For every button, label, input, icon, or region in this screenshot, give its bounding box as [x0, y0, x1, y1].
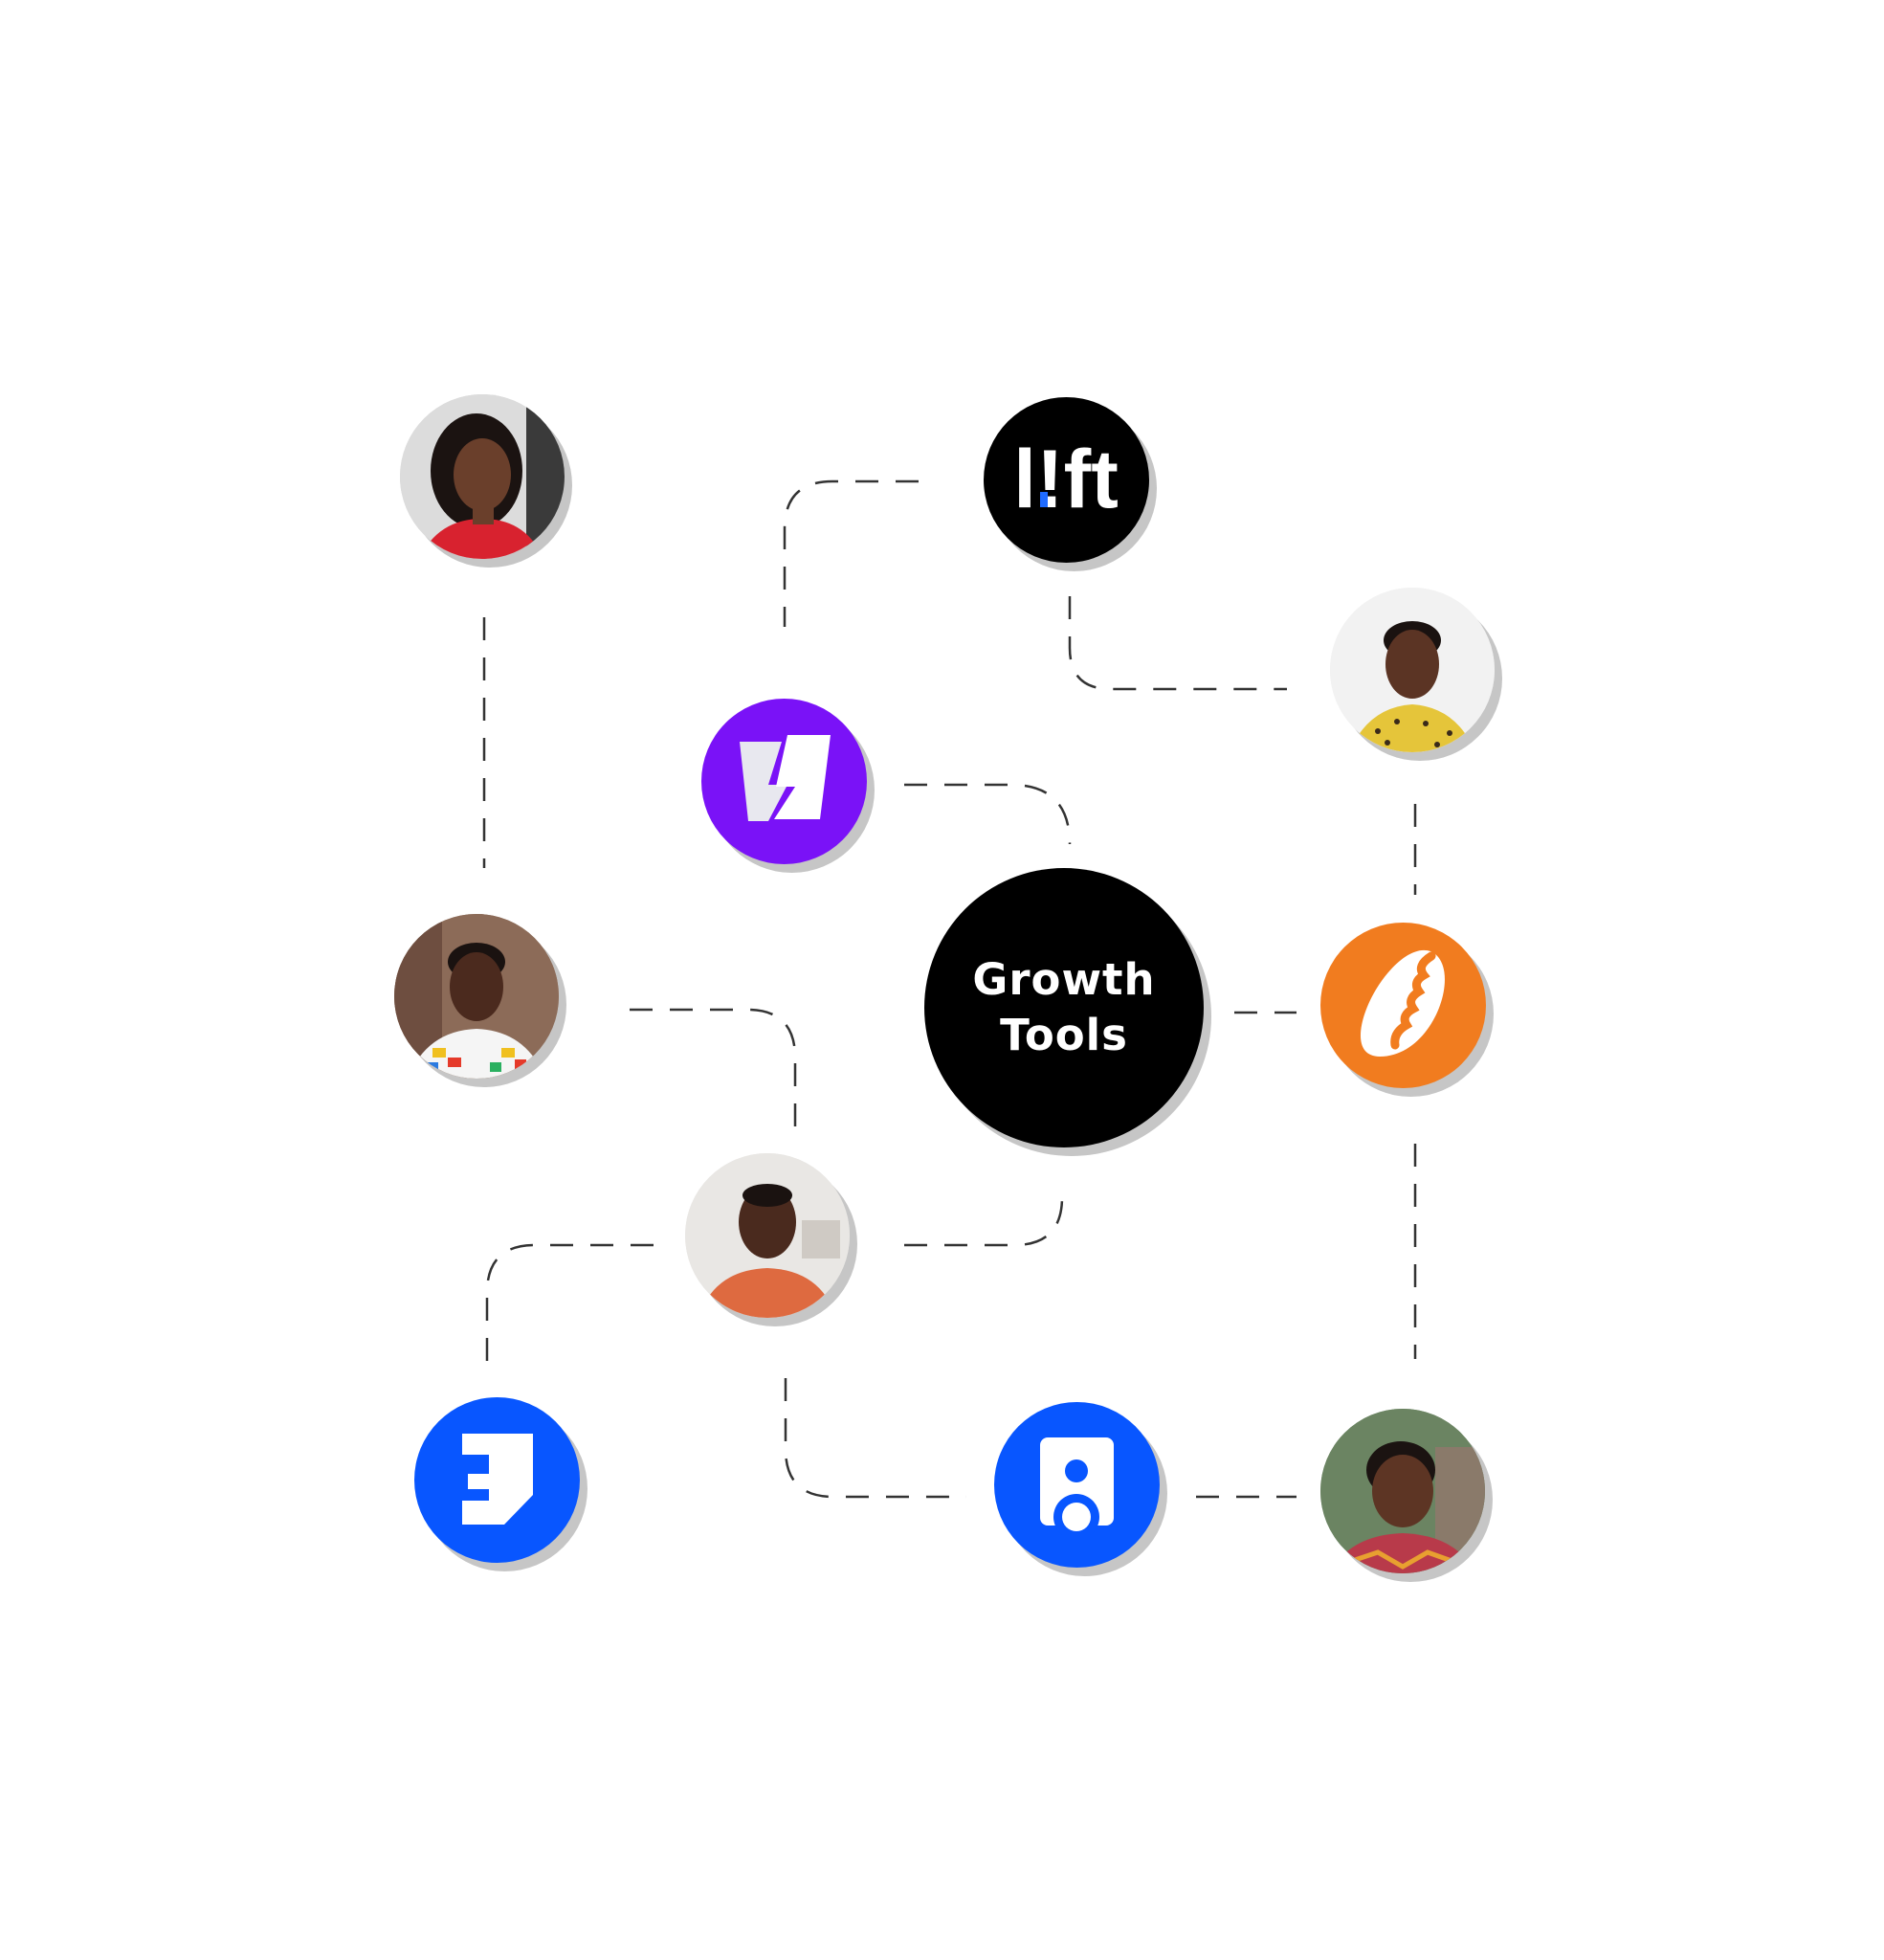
connector-lift-man-yellow	[1068, 596, 1287, 691]
avatar-man-yellow-shirt[interactable]	[1330, 588, 1495, 752]
hub-label-line2: Tools	[1000, 1010, 1128, 1060]
avatar-woman-smiling[interactable]	[1320, 1409, 1485, 1573]
growth-tools-hub[interactable]: Growth Tools	[924, 868, 1204, 1147]
avatar-woman-smiling-image	[1320, 1409, 1485, 1573]
hub-label: Growth Tools	[924, 868, 1204, 1147]
avatar-man-orange-shirt-image	[685, 1153, 850, 1318]
connector-hub-man-orange	[904, 1187, 1064, 1247]
hub-label-line1: Growth	[972, 954, 1156, 1005]
avatar-man-yellow-shirt-image	[1330, 588, 1495, 752]
avatar-man-orange-shirt[interactable]	[685, 1153, 850, 1318]
lift-logo-icon: l!ft	[1013, 434, 1119, 525]
avatar-man-kente[interactable]	[394, 914, 559, 1079]
bolt-logo-node[interactable]	[701, 699, 867, 864]
connector-lift-bolt	[783, 479, 919, 627]
cowrie-logo-node[interactable]	[1320, 923, 1486, 1088]
lift-logo-node[interactable]: l!ft	[984, 397, 1149, 563]
avatar-woman-red-top-image	[400, 394, 565, 559]
profile-logo-node[interactable]	[994, 1402, 1160, 1568]
document-logo-node[interactable]	[414, 1397, 580, 1563]
profile-card-icon	[1040, 1437, 1114, 1540]
connector-man-orange-document	[485, 1243, 654, 1369]
bolt-icon	[740, 735, 831, 821]
connector-man-kente-man-orange	[630, 1008, 797, 1139]
avatar-woman-red-top[interactable]	[400, 394, 565, 559]
lift-logo-text: l!ft	[1013, 434, 1119, 525]
connector-bolt-hub	[904, 783, 1072, 845]
document-icon	[462, 1434, 533, 1525]
avatar-man-kente-image	[394, 914, 559, 1079]
cowrie-icon	[1360, 949, 1445, 1057]
connector-man-orange-profile	[784, 1378, 966, 1499]
